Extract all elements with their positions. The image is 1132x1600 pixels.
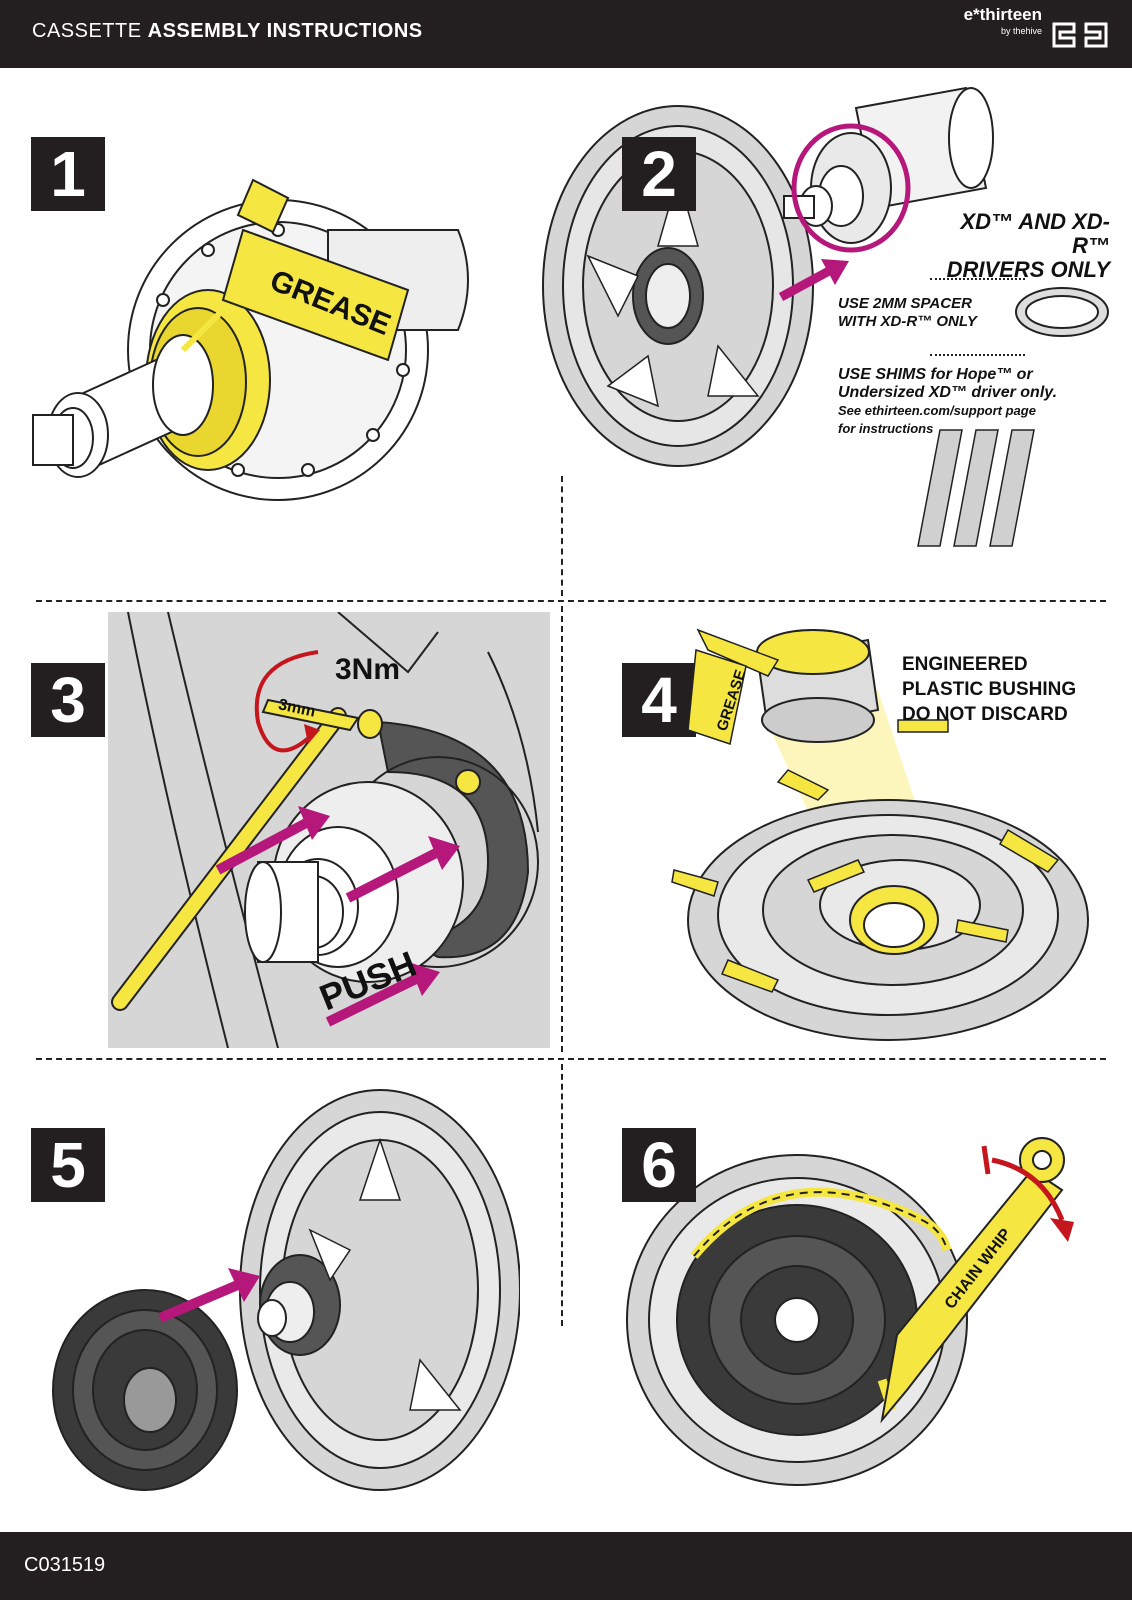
header-bar: CASSETTE ASSEMBLY INSTRUCTIONS e*thirtee… (0, 0, 1132, 68)
document-code: C031519 (24, 1554, 106, 1576)
divider-col-mid (561, 606, 563, 1052)
step-4-bushing-illustration: GREASE (671, 628, 1089, 1041)
step-2-arrow-icon (778, 259, 849, 301)
step-5-cassette-illustration (52, 1089, 520, 1491)
bushing-line-1: ENGINEERED (902, 654, 1028, 675)
footer-bar: C031519 (0, 1532, 1132, 1600)
shims-line-3: See ethirteen.com/support page (838, 403, 1036, 418)
step-2-driver-detail (783, 86, 994, 253)
spacer-line-1: USE 2MM SPACER (838, 295, 972, 312)
step-2-spacer-note: USE 2MM SPACER WITH XD-R™ ONLY (838, 295, 977, 331)
divider-row-2 (36, 1058, 1106, 1060)
step-4-badge: 4 (622, 663, 696, 737)
shims-line-4: for instructions (838, 421, 934, 436)
step-2-shims-note: USE SHIMS for Hope™ or Undersized XD™ dr… (838, 366, 1057, 438)
step-2-drivers-title: XD™ AND XD-R™ DRIVERS ONLY (930, 210, 1110, 282)
divider-row-1 (36, 600, 1106, 602)
step-6-badge: 6 (622, 1128, 696, 1202)
brand-subtitle: by thehive (1000, 26, 1042, 36)
step-5-badge: 5 (31, 1128, 105, 1202)
title-bold: ASSEMBLY INSTRUCTIONS (147, 20, 423, 42)
step-3-torque-label: 3Nm (335, 653, 401, 686)
brand-name: e*thirteen (963, 5, 1042, 24)
step-2-note-separator-2 (930, 354, 1025, 356)
step-2-note-separator-1 (930, 278, 1025, 280)
document-title: CASSETTE ASSEMBLY INSTRUCTIONS (32, 20, 423, 43)
bushing-line-2: PLASTIC BUSHING (902, 679, 1077, 700)
shims-icon (917, 429, 1035, 547)
shims-line-2: Undersized XD™ driver only. (838, 384, 1058, 401)
step-3-badge: 3 (31, 663, 105, 737)
step-3-lockring-illustration (108, 612, 550, 1048)
step-4-bushing-note: ENGINEERED PLASTIC BUSHING DO NOT DISCAR… (902, 652, 1076, 727)
bushing-line-3: DO NOT DISCARD (902, 704, 1068, 725)
step-6-chainwhip-illustration: CHAIN WHIP (626, 1137, 1074, 1486)
step-2-cassette-illustration (542, 105, 814, 467)
drivers-line-2: DRIVERS ONLY (946, 257, 1110, 282)
title-light: CASSETTE (32, 20, 142, 42)
step-2-badge: 2 (622, 137, 696, 211)
shims-line-1: USE SHIMS for Hope™ or (838, 366, 1033, 383)
divider-col-top (561, 476, 563, 596)
brand-logo-icon (1052, 22, 1108, 48)
spacer-line-2: WITH XD-R™ ONLY (838, 313, 977, 330)
step-1-badge: 1 (31, 137, 105, 211)
divider-col-bottom (561, 1064, 563, 1326)
spacer-ring-icon (1015, 287, 1109, 337)
step-1-hub-illustration: GREASE (32, 178, 469, 501)
drivers-line-1: XD™ AND XD-R™ (960, 209, 1110, 258)
